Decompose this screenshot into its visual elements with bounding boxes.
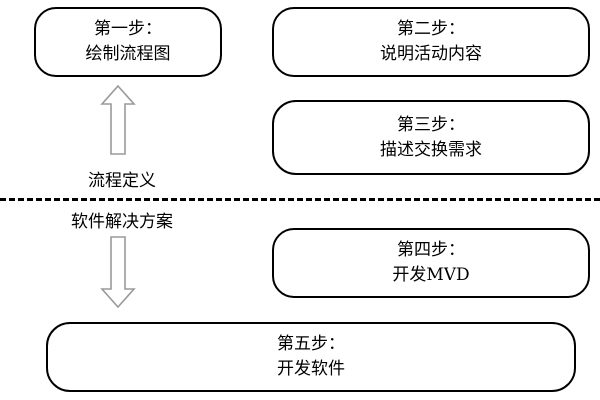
node-step-2[interactable]: 第二步： 说明活动内容 bbox=[272, 7, 590, 77]
node-step-3[interactable]: 第三步： 描述交换需求 bbox=[272, 100, 590, 175]
arrow-up-icon bbox=[100, 84, 136, 155]
label-process-definition: 流程定义 bbox=[88, 171, 156, 191]
dashed-divider bbox=[0, 198, 600, 201]
node-step-5-line-1: 第五步： bbox=[277, 334, 345, 355]
arrow-down-icon bbox=[100, 236, 136, 309]
node-step-4[interactable]: 第四步： 开发MVD bbox=[272, 228, 590, 298]
node-step-3-line-2: 描述交换需求 bbox=[380, 139, 482, 160]
node-step-1-line-1: 第一步： bbox=[94, 19, 162, 40]
node-step-4-line-1: 第四步： bbox=[397, 240, 465, 261]
node-step-2-line-2: 说明活动内容 bbox=[380, 44, 482, 64]
node-step-2-line-1: 第二步： bbox=[397, 19, 465, 40]
node-step-5-line-2: 开发软件 bbox=[277, 359, 345, 379]
node-step-1[interactable]: 第一步： 绘制流程图 bbox=[34, 7, 222, 77]
node-step-4-line-2: 开发MVD bbox=[392, 265, 470, 285]
node-step-5[interactable]: 第五步： 开发软件 bbox=[46, 322, 576, 392]
node-step-1-line-2: 绘制流程图 bbox=[85, 44, 171, 64]
node-step-3-line-1: 第三步： bbox=[397, 114, 465, 135]
label-software-solution: 软件解决方案 bbox=[71, 212, 173, 232]
